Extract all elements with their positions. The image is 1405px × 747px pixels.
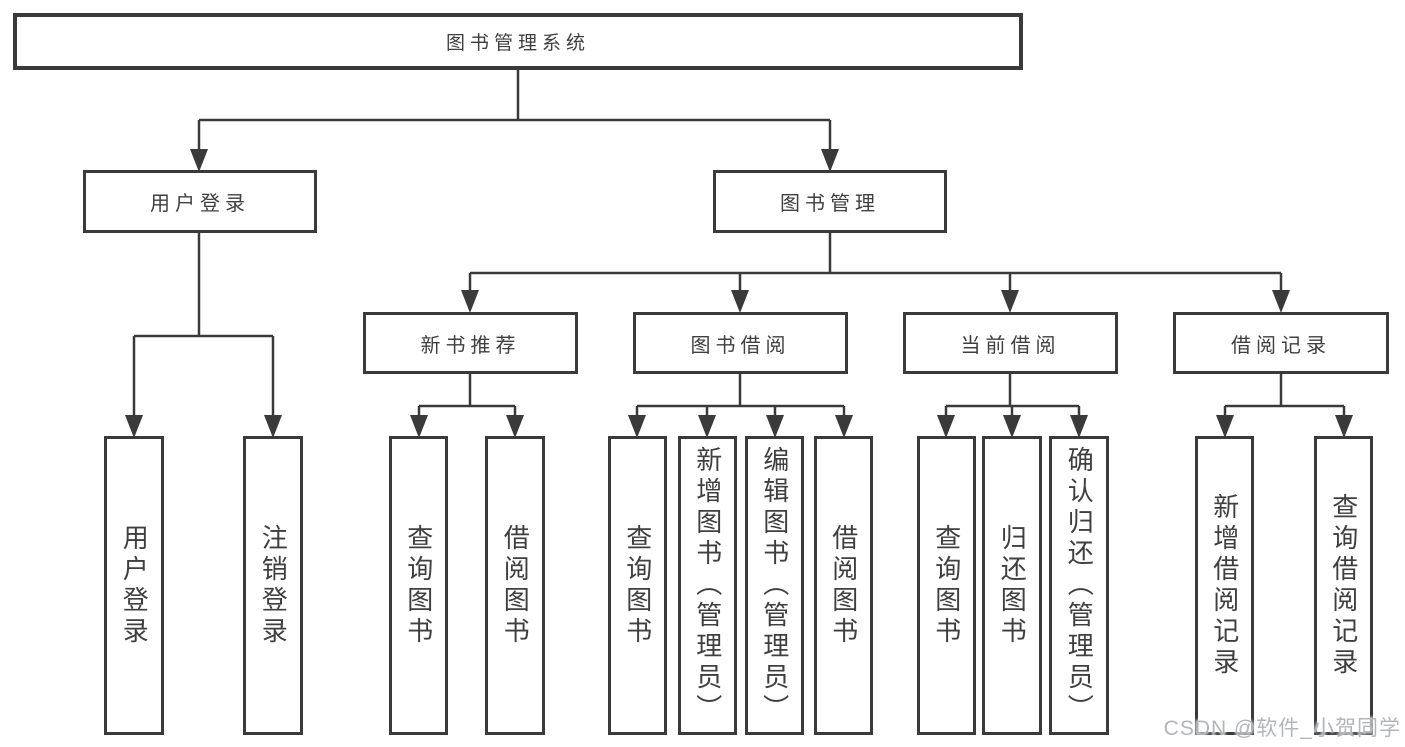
arrow-down-icon xyxy=(1070,415,1088,438)
arrow-down-icon xyxy=(1001,290,1019,313)
arrow-down-icon xyxy=(821,149,839,172)
leaf-label: 编辑图书（管理员） xyxy=(759,446,790,725)
leaf-label: 借阅图书 xyxy=(828,523,859,648)
arrow-down-icon xyxy=(835,415,853,438)
node-new-book-recommendation: 新书推荐 xyxy=(363,312,578,374)
arrow-down-icon xyxy=(731,290,749,313)
node-borrowing-records: 借阅记录 xyxy=(1173,312,1389,374)
leaf-query-borrow-record: 查询借阅记录 xyxy=(1314,436,1373,735)
leaf-query-books-3: 查询图书 xyxy=(917,436,976,735)
leaf-label: 归还图书 xyxy=(997,523,1028,648)
leaf-label: 查询借阅记录 xyxy=(1328,492,1359,679)
leaf-add-books-admin: 新增图书（管理员） xyxy=(678,436,737,735)
leaf-label: 查询图书 xyxy=(403,523,434,648)
leaf-label: 确认归还（管理员） xyxy=(1064,446,1095,725)
arrow-down-icon xyxy=(698,415,716,438)
leaf-borrow-books-2: 借阅图书 xyxy=(814,436,873,735)
leaf-add-borrow-record: 新增借阅记录 xyxy=(1195,436,1254,735)
leaf-query-books-2: 查询图书 xyxy=(608,436,667,735)
node-book-management: 图书管理 xyxy=(713,170,947,233)
csdn-watermark: CSDN @软件_小贺同学 xyxy=(1163,717,1401,740)
arrow-down-icon xyxy=(766,415,784,438)
leaf-label: 查询图书 xyxy=(622,523,653,648)
node-current-borrowing: 当前借阅 xyxy=(903,312,1118,374)
node-book-borrowing: 图书借阅 xyxy=(633,312,848,374)
leaf-user-login: 用户登录 xyxy=(104,436,164,735)
leaf-label: 新增图书（管理员） xyxy=(692,446,723,725)
node-library-management-system: 图书管理系统 xyxy=(13,13,1023,70)
leaf-edit-books-admin: 编辑图书（管理员） xyxy=(745,436,804,735)
arrow-down-icon xyxy=(1216,415,1234,438)
leaf-logout: 注销登录 xyxy=(243,436,303,735)
leaf-borrow-books-1: 借阅图书 xyxy=(485,436,545,735)
arrow-down-icon xyxy=(1003,415,1021,438)
leaf-label: 注销登录 xyxy=(258,523,289,648)
arrow-down-icon xyxy=(461,290,479,313)
arrow-down-icon xyxy=(264,415,282,438)
arrow-down-icon xyxy=(506,415,524,438)
arrow-down-icon xyxy=(410,415,428,438)
leaf-label: 用户登录 xyxy=(119,523,150,648)
arrow-down-icon xyxy=(125,415,143,438)
node-user-login: 用户登录 xyxy=(83,170,317,233)
leaf-label: 借阅图书 xyxy=(500,523,531,648)
leaf-label: 新增借阅记录 xyxy=(1209,492,1240,679)
leaf-label: 查询图书 xyxy=(931,523,962,648)
arrow-down-icon xyxy=(1272,290,1290,313)
arrow-down-icon xyxy=(190,149,208,172)
arrow-down-icon xyxy=(937,415,955,438)
leaf-return-books: 归还图书 xyxy=(982,436,1042,735)
leaf-query-books-1: 查询图书 xyxy=(389,436,448,735)
arrow-down-icon xyxy=(628,415,646,438)
leaf-confirm-return-admin: 确认归还（管理员） xyxy=(1049,436,1109,735)
arrow-down-icon xyxy=(1335,415,1353,438)
